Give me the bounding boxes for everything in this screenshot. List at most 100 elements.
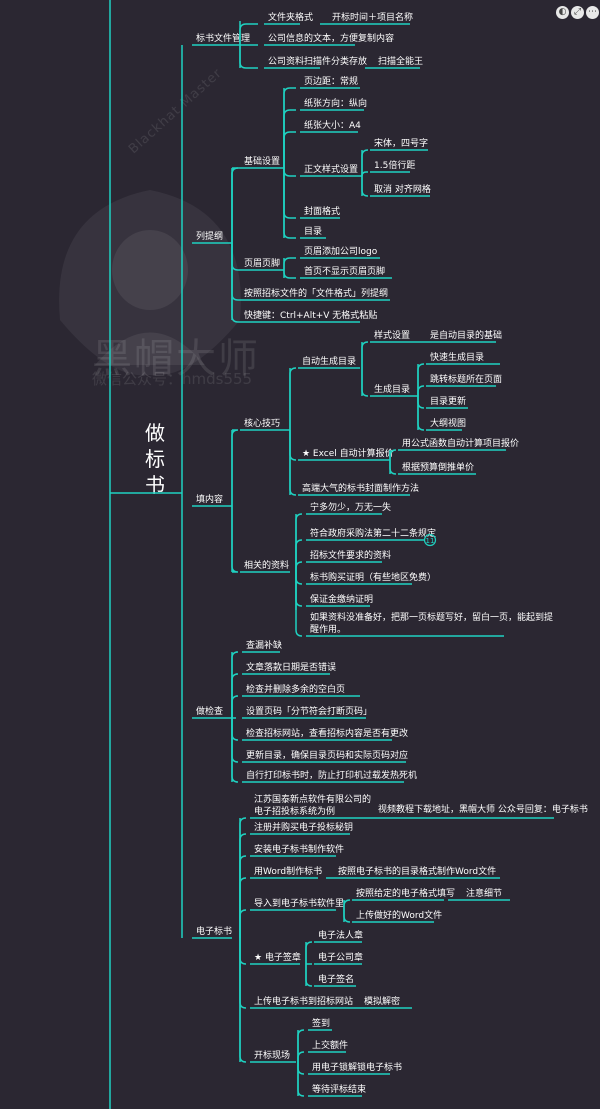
b2-0-0-0-0[interactable]: 是自动目录的基础 bbox=[430, 329, 502, 341]
connector-curve bbox=[361, 176, 369, 197]
more-icon[interactable]: ⋯ bbox=[586, 6, 599, 19]
b4-0-0[interactable]: 视频教程下载地址，黑帽大师 公众号回复：电子标书 bbox=[378, 803, 588, 815]
connector-curve bbox=[289, 367, 297, 430]
b0-item[interactable]: 文件夹格式 bbox=[268, 11, 313, 23]
b1-1-item[interactable]: 首页不显示页眉页脚 bbox=[304, 265, 385, 277]
b2-1-item[interactable]: 标书购买证明（有些地区免费） bbox=[310, 571, 436, 583]
b2-1-item[interactable]: 保证金缴纳证明 bbox=[310, 593, 373, 605]
b2-0-0-1-item[interactable]: 大纲视图 bbox=[430, 417, 466, 429]
b2-0-0-1-item[interactable]: 快速生成目录 bbox=[430, 351, 484, 363]
b1-0-3-item[interactable]: 1.5倍行距 bbox=[374, 159, 415, 171]
connector-curve bbox=[297, 1062, 305, 1097]
b4-0-line1[interactable]: 江苏国泰新点软件有限公司的 bbox=[254, 793, 371, 805]
b3-item[interactable]: 自行打印标书时，防止打印机过载发热死机 bbox=[246, 769, 417, 781]
expand-icon[interactable]: ⤢ bbox=[571, 6, 584, 19]
b2-docs[interactable]: 相关的资料 bbox=[244, 559, 289, 571]
b3-item[interactable]: 设置页码「分节符会打断页码」 bbox=[246, 705, 372, 717]
hat-watermark-icon bbox=[59, 190, 241, 376]
b2-0-0-1-item[interactable]: 目录更新 bbox=[430, 395, 466, 407]
b4-opening[interactable]: 开标现场 bbox=[254, 1049, 290, 1061]
b4-3-0[interactable]: 按照电子标书的目录格式制作Word文件 bbox=[338, 865, 496, 877]
b3-item[interactable]: 更新目录，确保目录页码和实际页码对应 bbox=[246, 749, 408, 761]
b2-0-0-item[interactable]: 样式设置 bbox=[374, 329, 410, 341]
theme-icon[interactable]: ◐ bbox=[556, 6, 569, 19]
root-label-char: 标 bbox=[145, 447, 165, 471]
b4-7-item[interactable]: 等待评标结束 bbox=[312, 1083, 366, 1095]
b1-0-3-item[interactable]: 取消 对齐网格 bbox=[374, 183, 431, 195]
connector-curve bbox=[231, 167, 239, 243]
b2-1-item-line1[interactable]: 如果资料没准备好，把那一页标题写好，留白一页，能起到提 bbox=[310, 611, 553, 623]
connector-curve bbox=[231, 243, 240, 301]
b0-0-0[interactable]: 开标时间＋项目名称 bbox=[332, 11, 413, 23]
b4-4-item[interactable]: 上传做好的Word文件 bbox=[356, 909, 442, 921]
connector-curve bbox=[239, 877, 247, 938]
b4-4-0-0[interactable]: 注意细节 bbox=[466, 887, 502, 899]
b4-item[interactable]: 用Word制作标书 bbox=[254, 865, 322, 877]
b2-0-item[interactable]: 高端大气的标书封面制作方法 bbox=[302, 482, 419, 494]
b1-outline[interactable]: 按照招标文件的「文件格式」列提纲 bbox=[244, 287, 388, 299]
b4-item[interactable]: 安装电子标书制作软件 bbox=[254, 843, 344, 855]
b2-0-0-item[interactable]: 生成目录 bbox=[374, 383, 410, 395]
badge-count: 11 bbox=[426, 537, 435, 545]
branch-2[interactable]: 填内容 bbox=[196, 493, 223, 505]
b1-0-item[interactable]: 纸张方向：纵向 bbox=[304, 97, 367, 109]
b1-shortcut[interactable]: 快捷键：Ctrl+Alt+V 无格式粘贴 bbox=[244, 309, 377, 321]
b4-upload[interactable]: 上传电子标书到招标网站 bbox=[254, 995, 353, 1007]
b0-item[interactable]: 公司资料扫描件分类存放 bbox=[268, 55, 367, 67]
badge-icon[interactable] bbox=[423, 533, 437, 547]
b4-7-item[interactable]: 用电子锁解锁电子标书 bbox=[312, 1061, 402, 1073]
connector-curve bbox=[297, 1062, 305, 1075]
b2-0-item[interactable]: ★ Excel 自动计算报价 bbox=[302, 447, 394, 459]
connector-curve bbox=[305, 964, 313, 987]
b2-0-item[interactable]: 自动生成目录 bbox=[302, 355, 356, 367]
connector-curve bbox=[283, 87, 296, 168]
b1-basic[interactable]: 基础设置 bbox=[244, 155, 280, 167]
b3-item[interactable]: 查漏补缺 bbox=[246, 639, 282, 651]
b1-0-item[interactable]: 封面格式 bbox=[304, 205, 340, 217]
branch-4[interactable]: 电子标书 bbox=[196, 925, 232, 937]
branch-3[interactable]: 做检查 bbox=[196, 705, 223, 717]
connector-curve bbox=[239, 855, 247, 938]
b1-0-item[interactable]: 目录 bbox=[304, 226, 322, 237]
b3-item[interactable]: 文章落款日期是否错误 bbox=[246, 661, 336, 673]
b4-4-item[interactable]: 按照给定的电子格式填写 bbox=[356, 887, 455, 899]
b2-0-1-item[interactable]: 根据预算倒推单价 bbox=[402, 461, 474, 473]
b4-sign[interactable]: ★ 电子签章 bbox=[254, 951, 301, 963]
b2-1-item[interactable]: 宁多勿少，万无一失 bbox=[310, 501, 391, 513]
connector-curve bbox=[295, 572, 303, 585]
connector-curve bbox=[231, 651, 239, 718]
b4-item[interactable]: 注册并购买电子投标秘钥 bbox=[254, 821, 353, 833]
b4-7-item[interactable]: 签到 bbox=[312, 1017, 330, 1029]
b2-1-item[interactable]: 符合政府采购法第二十二条规定 bbox=[310, 527, 436, 539]
connector-curve bbox=[417, 396, 425, 409]
b1-0-item[interactable]: 页边距：常规 bbox=[304, 75, 358, 87]
b1-header[interactable]: 页眉页脚 bbox=[244, 258, 280, 269]
b1-0-item[interactable]: 纸张大小：A4 bbox=[304, 119, 361, 131]
b1-0-3-item[interactable]: 宋体，四号字 bbox=[374, 137, 428, 149]
b4-7-item[interactable]: 上交额件 bbox=[312, 1039, 348, 1051]
b1-1-item[interactable]: 页眉添加公司logo bbox=[304, 246, 378, 257]
branch-0[interactable]: 标书文件管理 bbox=[196, 32, 250, 44]
connector-curve bbox=[343, 910, 351, 923]
connector-curve bbox=[289, 430, 297, 496]
b3-item[interactable]: 检查招标网站，查看招标内容是否有更改 bbox=[246, 727, 408, 739]
b0-item[interactable]: 公司信息的文本，方便复制内容 bbox=[268, 32, 394, 44]
b3-item[interactable]: 检查并删除多余的空白页 bbox=[246, 683, 345, 695]
b4-5-item[interactable]: 电子公司章 bbox=[318, 951, 363, 963]
b2-0-0-1-item[interactable]: 跳转标题所在页面 bbox=[430, 373, 502, 385]
b4-import[interactable]: 导入到电子标书软件里 bbox=[254, 897, 344, 909]
b4-5-item[interactable]: 电子法人章 bbox=[318, 929, 363, 941]
b2-core[interactable]: 核心技巧 bbox=[244, 417, 280, 429]
connector-curve bbox=[389, 449, 397, 460]
b2-0-1-item[interactable]: 用公式函数自动计算项目报价 bbox=[402, 437, 519, 449]
connector-curve bbox=[231, 718, 239, 741]
b4-6-0[interactable]: 模拟解密 bbox=[364, 995, 400, 1007]
branch-1[interactable]: 列提纲 bbox=[196, 230, 223, 242]
b0-2-0[interactable]: 扫描全能王 bbox=[378, 55, 423, 67]
root-label-char: 书 bbox=[145, 473, 165, 497]
connector-curve bbox=[295, 572, 303, 607]
connector-curve bbox=[239, 938, 247, 965]
b4-5-item[interactable]: 电子签名 bbox=[318, 973, 354, 985]
b2-1-item[interactable]: 招标文件要求的资料 bbox=[310, 549, 391, 561]
b1-0-item[interactable]: 正文样式设置 bbox=[304, 163, 358, 175]
